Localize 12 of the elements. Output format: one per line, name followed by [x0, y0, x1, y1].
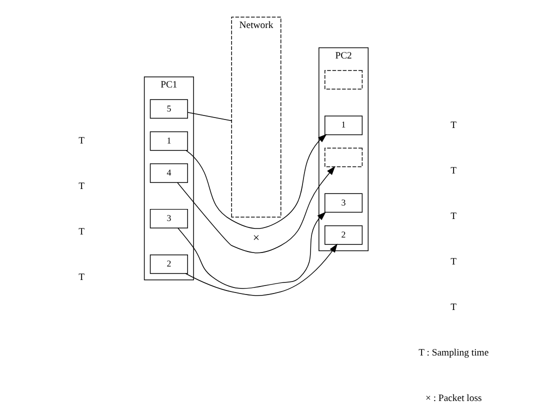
label: T [450, 165, 456, 176]
label: T : Sampling time [418, 347, 488, 358]
label: T [450, 302, 456, 313]
label: T [78, 136, 84, 147]
edge-label: × [252, 230, 260, 245]
label: T [78, 226, 84, 238]
label: T [78, 181, 84, 192]
label: × : Packet loss [424, 393, 482, 404]
label: T [78, 272, 84, 284]
label: T [450, 256, 456, 268]
label: T [450, 210, 456, 222]
label: T [450, 120, 456, 131]
